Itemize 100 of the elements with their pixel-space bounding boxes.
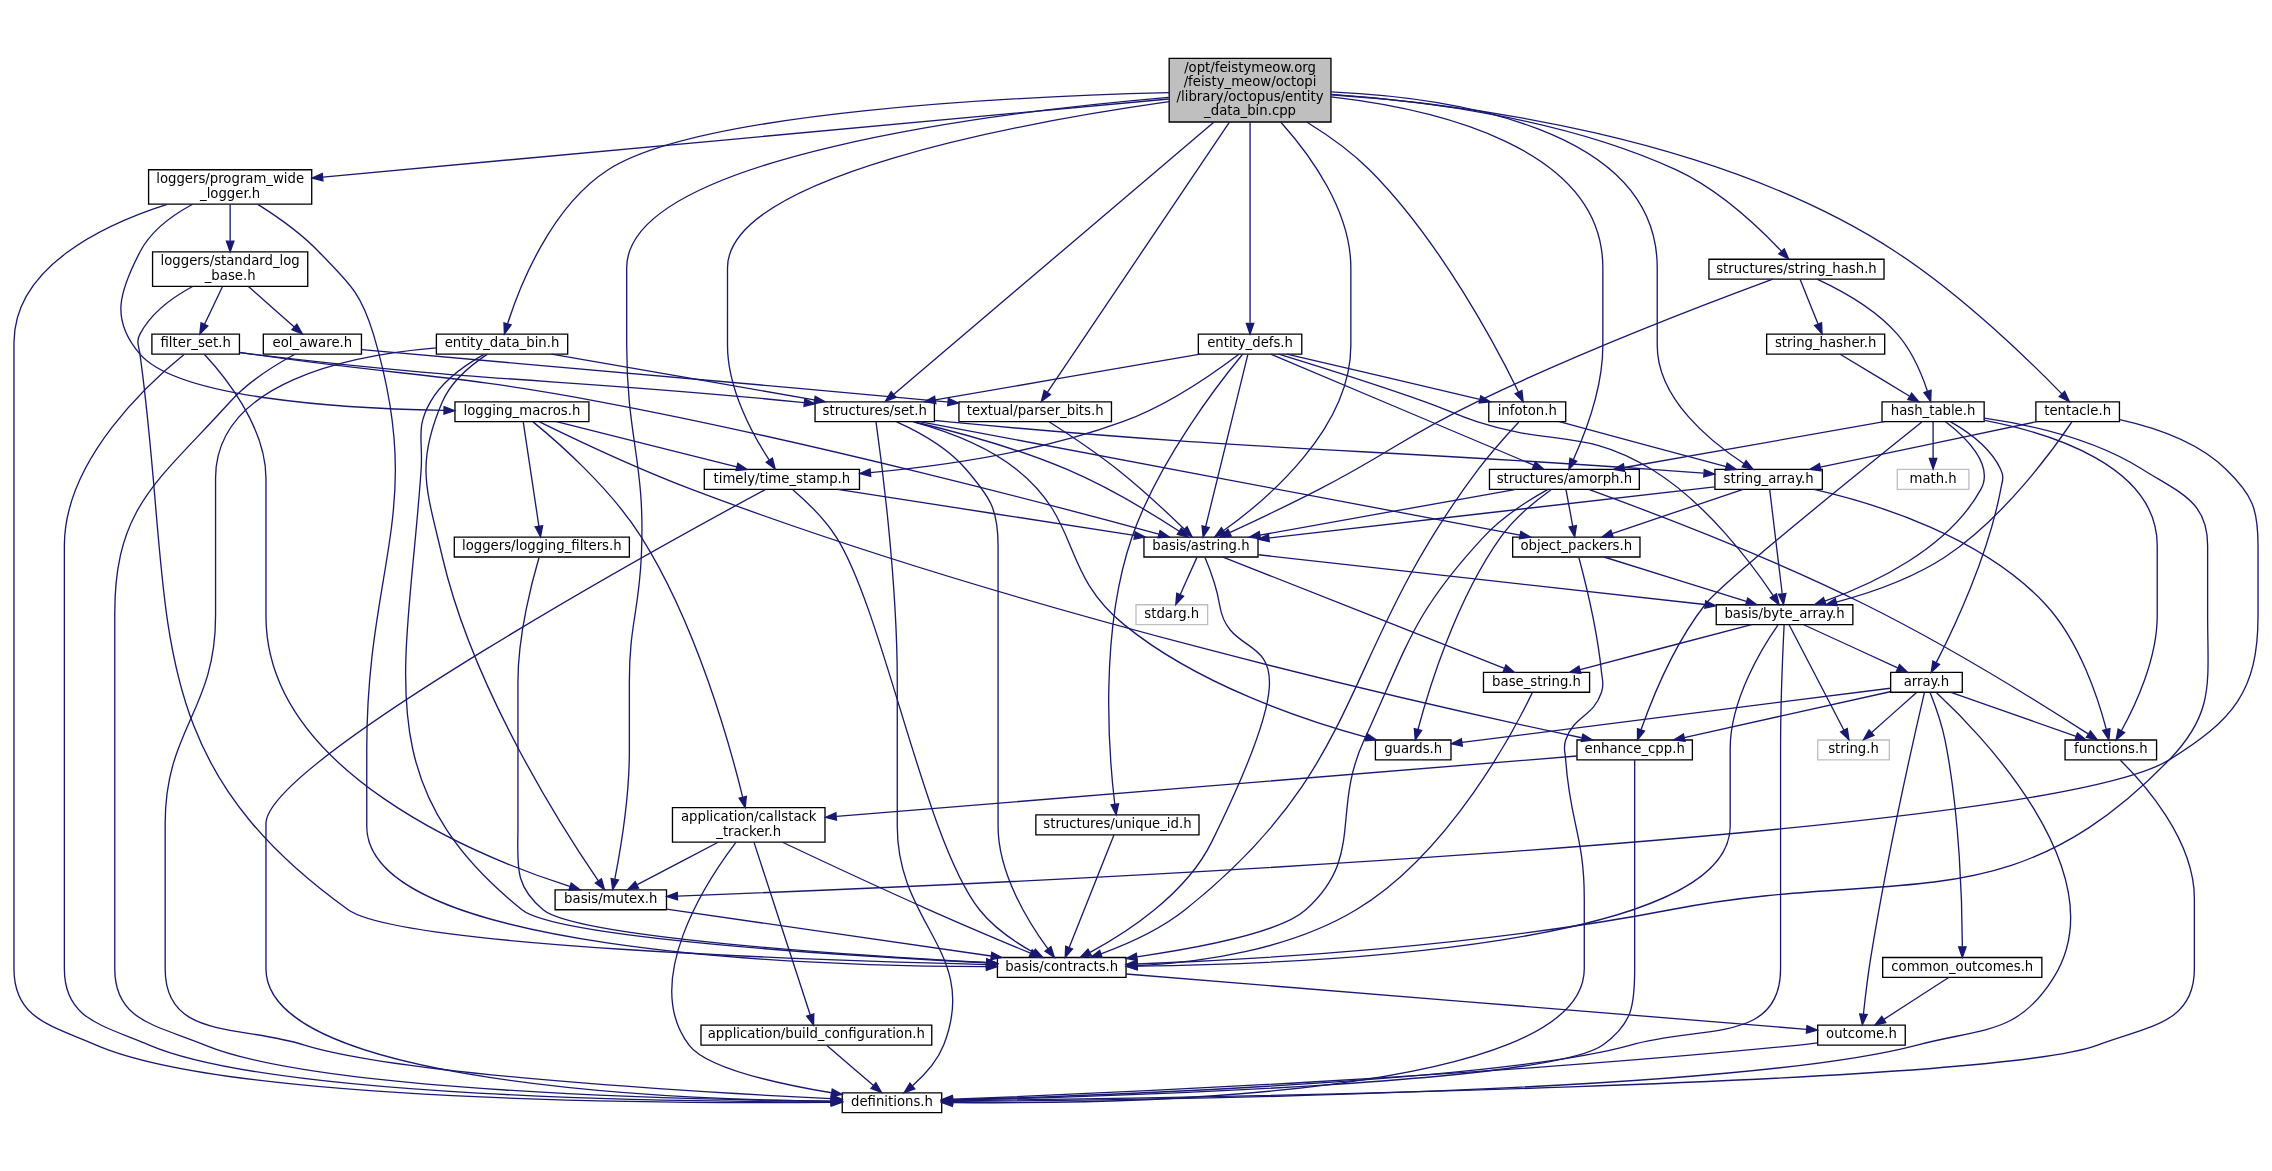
node-box: basis/astring.h	[1143, 536, 1259, 558]
node-box: infoton.h	[1488, 401, 1567, 423]
arrow	[1812, 421, 1985, 606]
arrow	[310, 98, 1170, 182]
node-box: filter_set.h	[151, 333, 241, 355]
arrow	[1930, 421, 2004, 674]
node-box: entity_defs.h	[1197, 333, 1303, 355]
node-box: loggers/program_wide _logger.h	[147, 169, 313, 205]
arrow	[1256, 486, 1716, 543]
arrow	[1125, 973, 1820, 1034]
arrow	[1088, 421, 1520, 959]
arrow	[1788, 624, 1850, 742]
node-box: structures/set.h	[814, 401, 936, 423]
node-box: structures/unique_id.h	[1035, 814, 1200, 836]
arrow	[1636, 421, 1923, 742]
arrow	[522, 421, 544, 539]
arrow	[836, 488, 1148, 540]
node-box: enhance_cpp.h	[1576, 739, 1694, 761]
arrow	[550, 353, 827, 405]
arrow	[671, 841, 845, 1098]
arrow	[1567, 623, 1753, 674]
node-box: stdarg.h	[1135, 604, 1209, 626]
node-box: math.h	[1896, 468, 1970, 490]
node-box: loggers/logging_filters.h	[453, 536, 631, 558]
node-box: application/build_configuration.h	[700, 1024, 933, 1046]
arrow	[1862, 692, 1917, 741]
arrow	[1769, 488, 1787, 607]
arrow	[823, 755, 1578, 821]
node-box: string.h	[1817, 739, 1890, 761]
node-box: outcome.h	[1817, 1024, 1906, 1046]
arrow	[238, 351, 1172, 539]
arrow	[875, 421, 954, 1094]
arrow	[1928, 421, 1938, 472]
arrow	[1245, 121, 1255, 336]
arrow	[1807, 421, 2038, 472]
arrow	[610, 96, 1170, 892]
arrow	[1078, 556, 1270, 959]
node-box: object_packers.h	[1512, 536, 1641, 558]
arrow	[1671, 691, 1891, 742]
node-box: timely/time_stamp.h	[703, 468, 861, 490]
arrow	[225, 203, 235, 254]
arrow	[753, 841, 815, 1028]
arrow	[1257, 554, 1718, 610]
arrow	[1799, 278, 1823, 336]
arrow	[1124, 488, 1549, 962]
arrow	[1950, 691, 2089, 741]
arrow	[912, 421, 1379, 742]
arrow	[933, 419, 1717, 478]
arrow	[826, 1044, 884, 1094]
arrow	[1306, 121, 1525, 404]
node-box: basis/byte_array.h	[1715, 604, 1854, 626]
arrow	[555, 421, 750, 472]
arrow	[1213, 121, 1352, 538]
node-box: functions.h	[2064, 739, 2158, 761]
node-box: structures/string_hash.h	[1708, 258, 1885, 280]
node-box: loggers/standard_log _base.h	[151, 251, 309, 288]
arrow	[1286, 353, 1493, 404]
node-box: base_string.h	[1482, 671, 1591, 693]
arrow	[1270, 353, 1546, 471]
node-box: tentacle.h	[2035, 401, 2121, 423]
arrow	[939, 1042, 1819, 1104]
arrow	[1201, 353, 1249, 539]
node-box: string_array.h	[1714, 468, 1823, 490]
arrow	[1803, 624, 1910, 674]
node-box: entity_data_bin.h	[435, 333, 569, 355]
arrow	[1824, 421, 2073, 607]
arrow	[1064, 834, 1115, 960]
arrow	[625, 841, 719, 891]
arrow	[1873, 976, 1950, 1027]
arrow	[1929, 691, 1967, 960]
arrow	[247, 285, 304, 336]
arrow	[532, 421, 748, 810]
arrow	[1603, 556, 1759, 606]
node-box: textual/parser_bits.h	[958, 401, 1113, 423]
arrow	[1588, 488, 2100, 741]
arrow	[665, 908, 1004, 961]
arrow	[1839, 353, 1921, 403]
arrow	[726, 101, 1170, 471]
arrow	[1413, 489, 1552, 742]
arrow	[664, 419, 2259, 901]
arrow	[1222, 556, 1517, 673]
arrow	[1858, 691, 1926, 1027]
arrow	[1565, 489, 1578, 539]
node-box: common_outcomes.h	[1882, 956, 2043, 979]
node-box: string_hasher.h	[1765, 333, 1886, 355]
node-box: basis/mutex.h	[554, 889, 668, 911]
arrow	[1983, 419, 2158, 742]
arrow	[1600, 488, 1744, 538]
node-box: eol_aware.h	[262, 333, 363, 355]
arrow	[857, 353, 1240, 478]
arrow	[1449, 687, 1892, 747]
arrow	[1218, 278, 1774, 538]
arrow	[939, 624, 1785, 1105]
arrow	[1108, 353, 1244, 817]
arrow	[1816, 278, 1932, 404]
arrow	[1040, 121, 1231, 403]
node-box: structures/amorph.h	[1488, 468, 1640, 490]
arrow	[203, 353, 583, 891]
node-box: application/callstack _tracker.h	[671, 807, 826, 843]
arrow	[1813, 488, 2111, 742]
